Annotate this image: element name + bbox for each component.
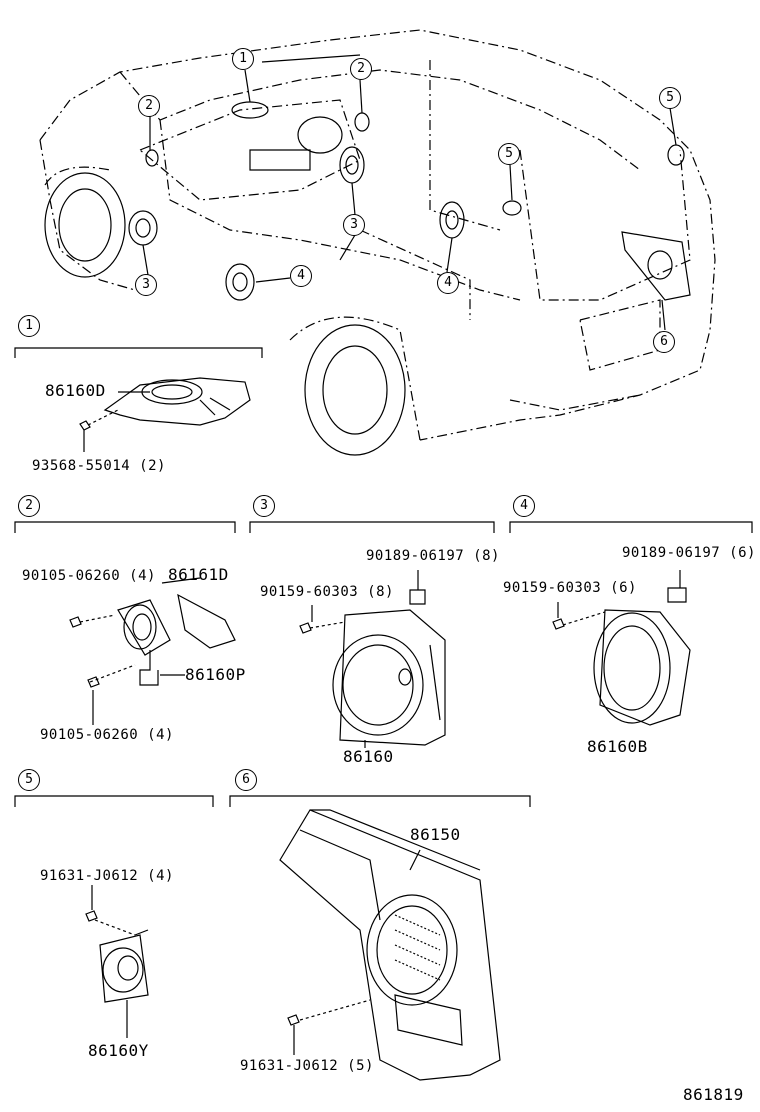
part-86150-label[interactable]: 86150 xyxy=(410,825,461,844)
section-2-number: 2 xyxy=(18,495,40,517)
callout-2[interactable]: 2 xyxy=(350,58,372,80)
part-90105-06260-upper-label[interactable]: 90105-06260 (4) xyxy=(22,568,156,584)
callout-3[interactable]: 3 xyxy=(135,274,157,296)
part-90189-06197-s3-label[interactable]: 90189-06197 (8) xyxy=(366,548,500,564)
part-86160-label[interactable]: 86160 xyxy=(343,747,394,766)
callout-6[interactable]: 6 xyxy=(653,331,675,353)
part-86160Y-label[interactable]: 86160Y xyxy=(88,1041,149,1060)
section-3-art xyxy=(299,570,446,748)
section-1-number: 1 xyxy=(18,315,40,337)
callout-5[interactable]: 5 xyxy=(659,87,681,109)
section-5-art xyxy=(85,885,149,1038)
callout-5[interactable]: 5 xyxy=(498,143,520,165)
part-86160P-label[interactable]: 86160P xyxy=(185,665,246,684)
part-90189-06197-s4-label[interactable]: 90189-06197 (6) xyxy=(622,545,756,561)
part-90105-06260-lower-label[interactable]: 90105-06260 (4) xyxy=(40,727,174,743)
section-6-number: 6 xyxy=(235,769,257,791)
section-4-number: 4 xyxy=(513,495,535,517)
part-86160B-label[interactable]: 86160B xyxy=(587,737,648,756)
part-86161D-label[interactable]: 86161D xyxy=(168,565,229,584)
callout-4[interactable]: 4 xyxy=(290,265,312,287)
section-1-art xyxy=(79,377,251,452)
callout-3[interactable]: 3 xyxy=(343,214,365,236)
section-2-art xyxy=(69,577,236,725)
vehicle-overview xyxy=(39,29,716,456)
section-5-number: 5 xyxy=(18,769,40,791)
callout-2[interactable]: 2 xyxy=(138,95,160,117)
part-93568-55014-label[interactable]: 93568-55014 (2) xyxy=(32,458,166,474)
part-90159-60303-s3-label[interactable]: 90159-60303 (8) xyxy=(260,584,394,600)
part-91631-J0612-s6-label[interactable]: 91631-J0612 (5) xyxy=(240,1058,374,1074)
callout-4[interactable]: 4 xyxy=(437,272,459,294)
section-4-art xyxy=(552,570,691,726)
part-86160D-label[interactable]: 86160D xyxy=(45,381,106,400)
diagram-id: 861819 xyxy=(683,1085,744,1104)
part-90159-60303-s4-label[interactable]: 90159-60303 (6) xyxy=(503,580,637,596)
part-91631-J0612-s5-label[interactable]: 91631-J0612 (4) xyxy=(40,868,174,884)
section-brackets xyxy=(14,347,753,807)
callout-1[interactable]: 1 xyxy=(232,48,254,70)
section-6-art xyxy=(279,809,501,1081)
section-3-number: 3 xyxy=(253,495,275,517)
